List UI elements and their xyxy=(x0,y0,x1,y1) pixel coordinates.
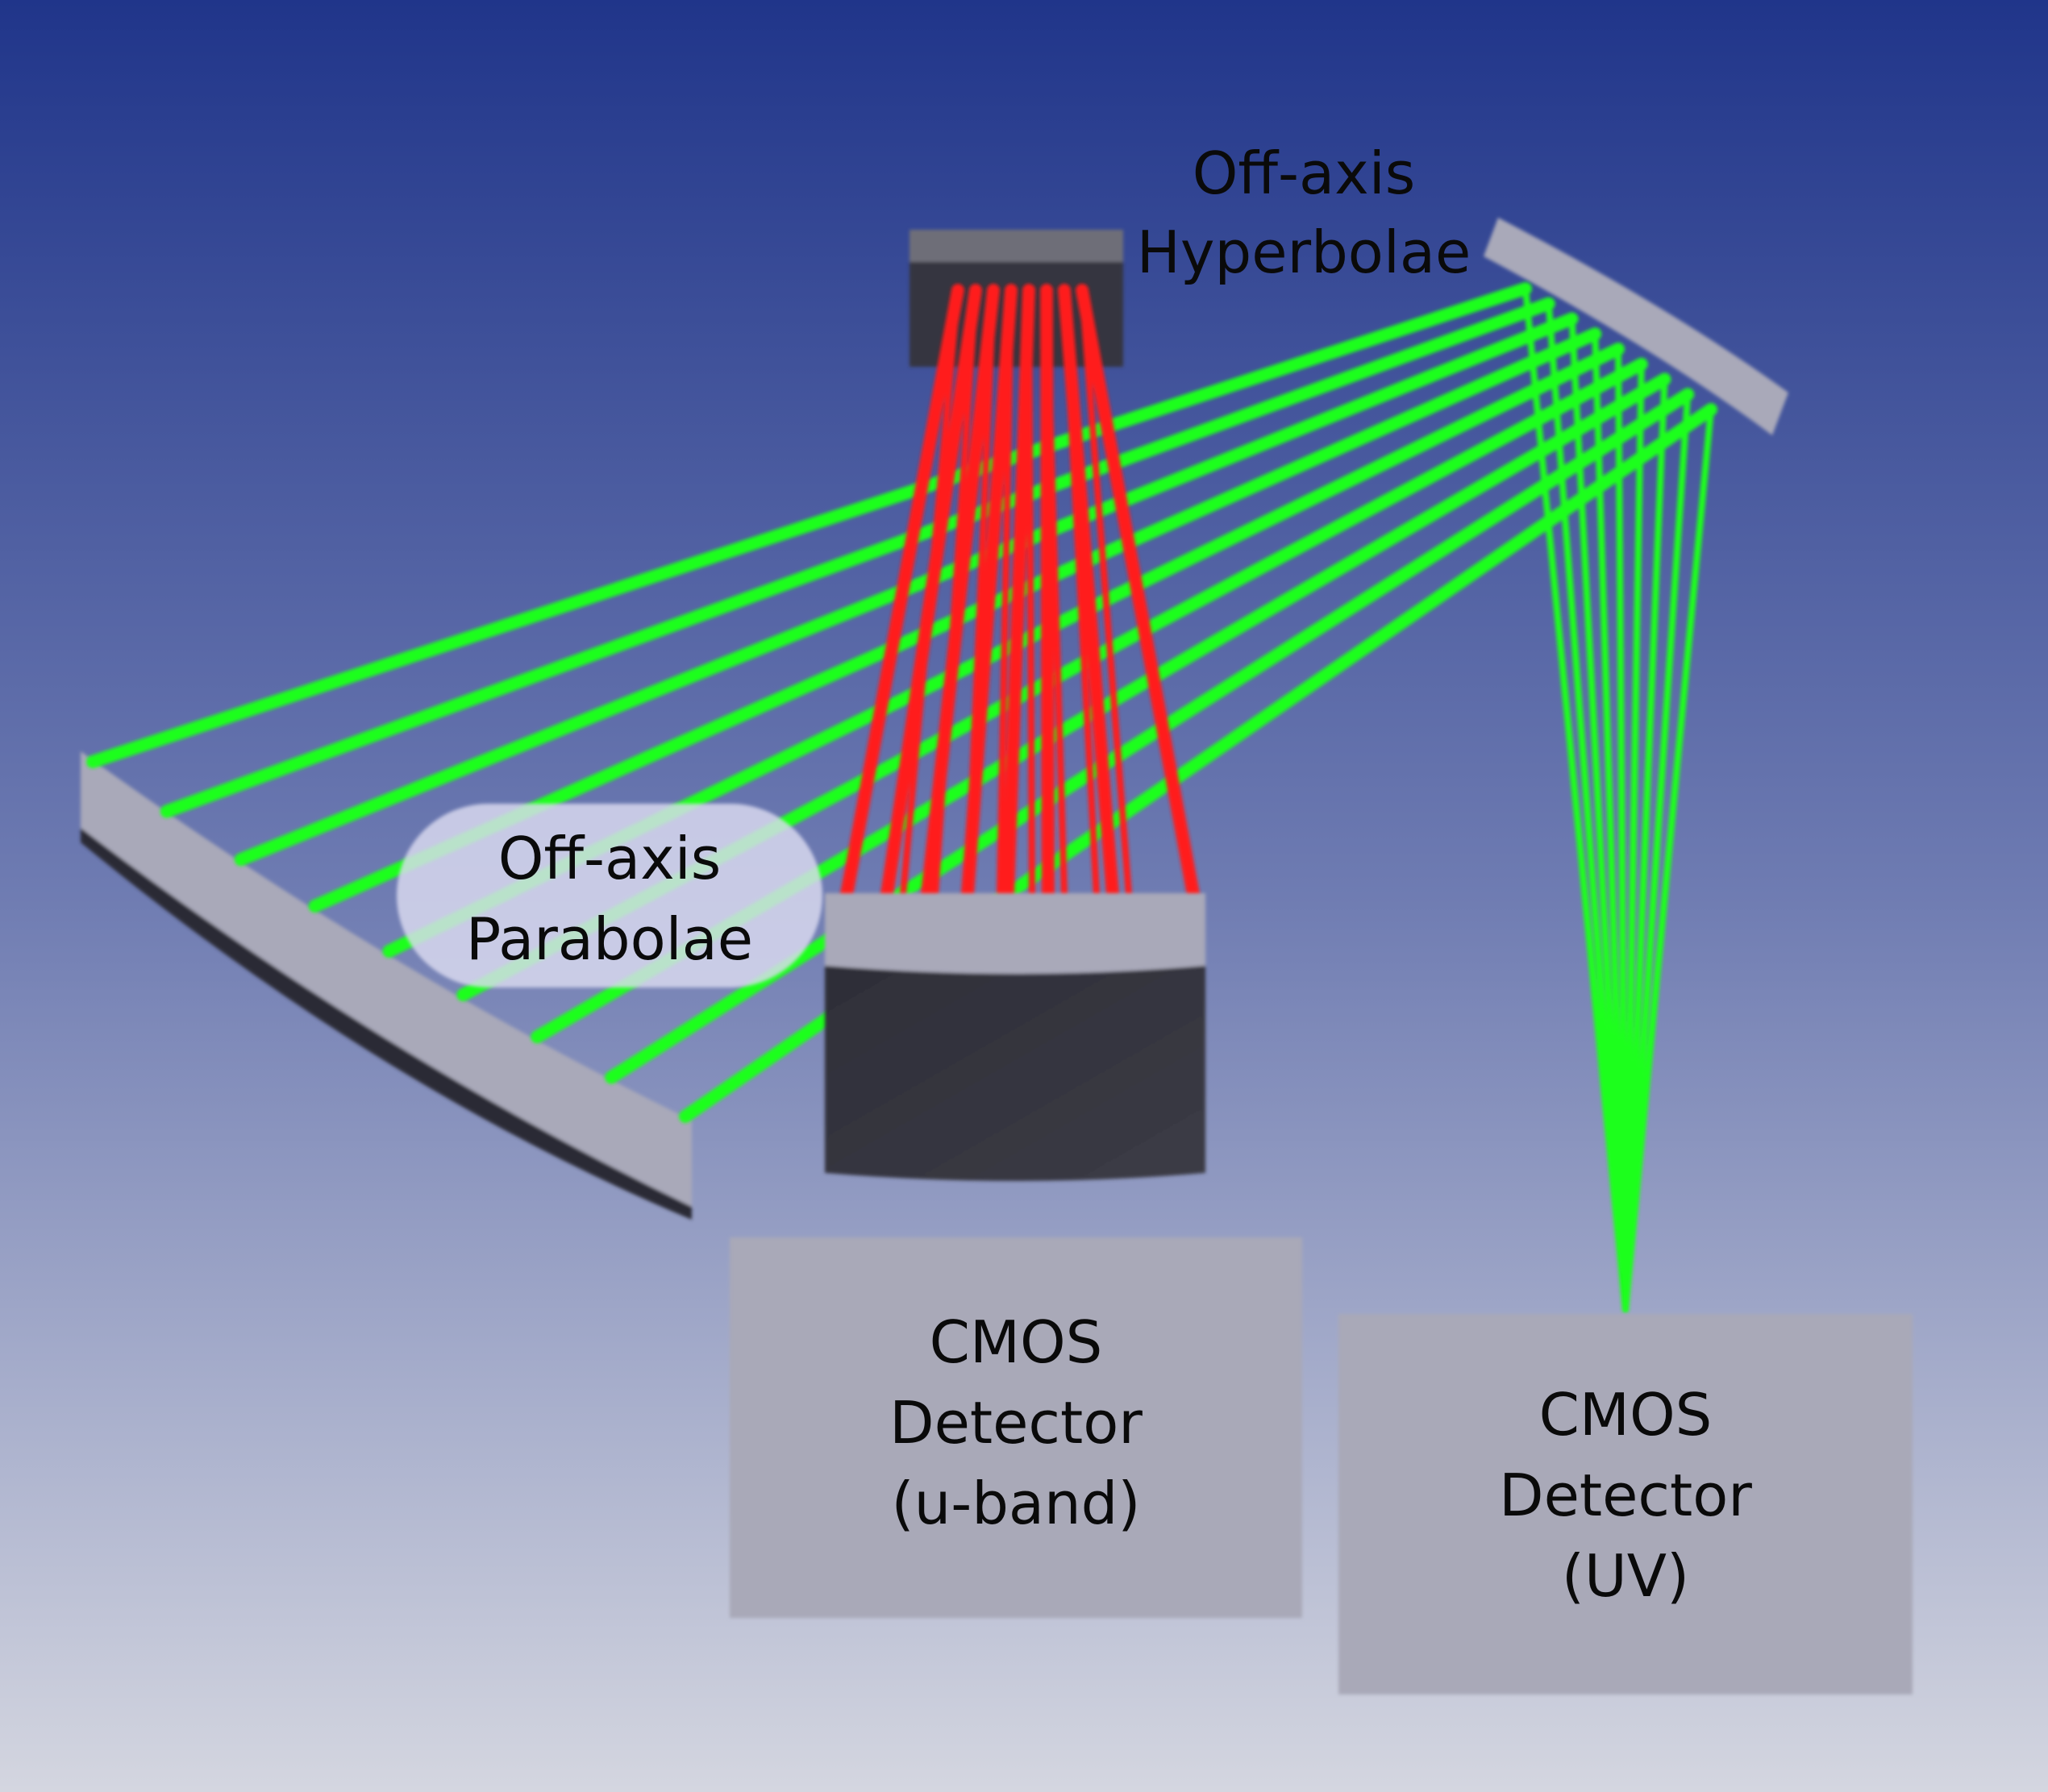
parabolae-label: Off-axis Parabolae xyxy=(397,804,822,987)
detector-uv-label-1: CMOS xyxy=(1539,1381,1713,1449)
detector-u-label-1: CMOS xyxy=(930,1308,1103,1376)
detector-u-box xyxy=(730,1237,1302,1618)
hyperbola-mirror-face xyxy=(1484,218,1788,435)
off-axis-hyperbola-mirror xyxy=(1484,218,1788,435)
red-ray-top-lens-to-main-lens-inner xyxy=(1061,287,1100,898)
green-ray-hyperbola-to-detector xyxy=(1622,406,1714,1313)
cmos-detector-u-band: CMOS Detector (u-band) xyxy=(730,1237,1302,1618)
hyperbolae-label-line-2: Hyperbolae xyxy=(1137,218,1471,286)
green-ray-hyperbola-to-detector xyxy=(1615,346,1629,1313)
green-ray-hyperbola-to-detector xyxy=(1622,391,1692,1313)
detector-u-label-2: Detector xyxy=(889,1389,1143,1457)
red-ray-top-lens-to-main-lens-inner xyxy=(1079,287,1132,898)
main-lens xyxy=(825,893,1205,1181)
parabolae-label-bubble xyxy=(397,804,822,987)
detector-uv-label-3: (UV) xyxy=(1562,1542,1689,1610)
main-lens-body xyxy=(825,963,1205,1181)
parabola-mirror-face xyxy=(81,751,692,1207)
detector-uv-box xyxy=(1338,1314,1913,1694)
red-ray-top-lens-to-main-lens-inner xyxy=(1043,287,1068,898)
red-ray-top-lens-to-main-lens xyxy=(880,284,982,901)
green-ray-hyperbola-to-detector xyxy=(1622,376,1668,1313)
red-ray-top-lens-to-main-lens xyxy=(1001,284,1035,901)
hyperbolae-label: Off-axis Hyperbolae xyxy=(1137,139,1471,286)
hyperbolae-label-line-1: Off-axis xyxy=(1193,139,1416,207)
green-ray-hyperbola-to-detector xyxy=(1592,331,1629,1313)
red-ray-top-lens-to-main-lens xyxy=(1076,284,1200,901)
red-ray-bundle xyxy=(840,284,1200,901)
top-lens-cap xyxy=(910,230,1123,266)
parabolae-label-line-2: Parabolae xyxy=(466,905,753,973)
green-ray-hyperbola-to-detector xyxy=(1622,360,1645,1313)
detector-uv-label-2: Detector xyxy=(1499,1461,1752,1529)
green-ray-hyperbola-to-detector xyxy=(1568,315,1629,1313)
red-ray-top-lens-to-main-lens-inner xyxy=(997,287,1014,898)
red-ray-top-lens-to-main-lens xyxy=(921,284,1000,901)
parabolae-label-line-1: Off-axis xyxy=(498,825,722,892)
red-ray-top-lens-to-main-lens xyxy=(840,284,964,901)
detector-u-label-3: (u-band) xyxy=(892,1470,1141,1537)
off-axis-parabola-mirror xyxy=(81,751,692,1220)
cmos-detector-uv: CMOS Detector (UV) xyxy=(1338,1314,1913,1694)
green-ray-parabola-to-hyperbola xyxy=(160,297,1555,818)
main-lens-top-face xyxy=(825,893,1205,974)
green-ray-hyperbola-to-detector xyxy=(1522,285,1629,1313)
green-ray-parabola-to-hyperbola xyxy=(86,282,1532,768)
red-ray-top-lens-to-main-lens xyxy=(961,284,1018,901)
red-ray-top-lens-to-main-lens-inner xyxy=(1026,287,1035,898)
